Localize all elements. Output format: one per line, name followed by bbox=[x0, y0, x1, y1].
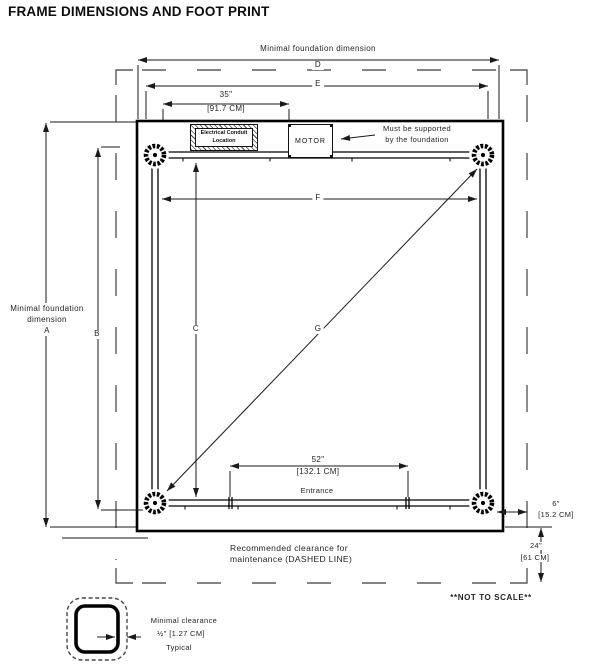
frame-outline bbox=[135, 119, 505, 533]
entrance-label: Entrance bbox=[300, 486, 334, 495]
motor-corner-notch bbox=[288, 124, 291, 127]
min-foundation-top-label: Minimal foundation dimension bbox=[260, 44, 376, 53]
motor-corner-notch bbox=[330, 124, 333, 127]
tube-clearance-detail bbox=[66, 597, 141, 661]
dim-35-inch: 35" bbox=[219, 90, 233, 99]
clearance-note: Recommended clearance for maintenance (D… bbox=[230, 543, 353, 564]
dim-6-cm: [15.2 CM] bbox=[538, 510, 574, 519]
dim-c-label: C bbox=[190, 324, 202, 334]
dim-24-cm: [61 CM] bbox=[518, 553, 552, 563]
dim-6-inch: 6" bbox=[552, 499, 560, 508]
corner-post-top-left bbox=[141, 141, 169, 169]
corner-posts bbox=[141, 141, 497, 517]
dim-a-label: A bbox=[44, 326, 50, 335]
support-leader-arrow bbox=[340, 134, 376, 141]
corner-post-bottom-right bbox=[469, 489, 497, 517]
dim-b-label: B bbox=[92, 329, 102, 339]
dim-52-inch: 52" bbox=[311, 455, 325, 464]
min-clearance-typical: Typical bbox=[166, 643, 192, 652]
detail-tube-outline bbox=[74, 604, 120, 654]
motor-corner-notch bbox=[288, 155, 291, 158]
electrical-conduit-box: Electrical Conduit Location bbox=[190, 124, 258, 151]
dim-d-label: D bbox=[311, 60, 325, 70]
support-note: Must be supported by the foundation bbox=[382, 124, 452, 144]
dim-52-cm: [132.1 CM] bbox=[296, 467, 340, 476]
dim-f-label: F bbox=[312, 193, 324, 203]
min-foundation-left-label: Minimal foundation dimension A bbox=[2, 303, 92, 336]
corner-post-top-right bbox=[469, 141, 497, 169]
corner-post-bottom-left bbox=[141, 489, 169, 517]
motor-corner-notch bbox=[330, 155, 333, 158]
detail-dashed-outline bbox=[66, 597, 128, 661]
motor-box: MOTOR bbox=[288, 124, 333, 158]
dim-g-label: G bbox=[312, 324, 324, 334]
dim-e-label: E bbox=[312, 79, 324, 89]
min-clearance-value: ½" [1.27 CM] bbox=[157, 629, 205, 638]
frame-rails bbox=[151, 151, 487, 510]
motor-label: MOTOR bbox=[295, 137, 326, 145]
clearance-boundary-dashed-rect bbox=[115, 69, 528, 584]
not-to-scale-note: **NOT TO SCALE** bbox=[450, 593, 532, 602]
dim-24-inch: 24" bbox=[527, 541, 545, 551]
dim-35-cm: [91.7 CM] bbox=[207, 104, 245, 113]
page-title: FRAME DIMENSIONS AND FOOT PRINT bbox=[8, 4, 270, 19]
electrical-conduit-label: Electrical Conduit Location bbox=[195, 128, 253, 147]
min-clearance-label: Minimal clearance bbox=[150, 616, 218, 625]
